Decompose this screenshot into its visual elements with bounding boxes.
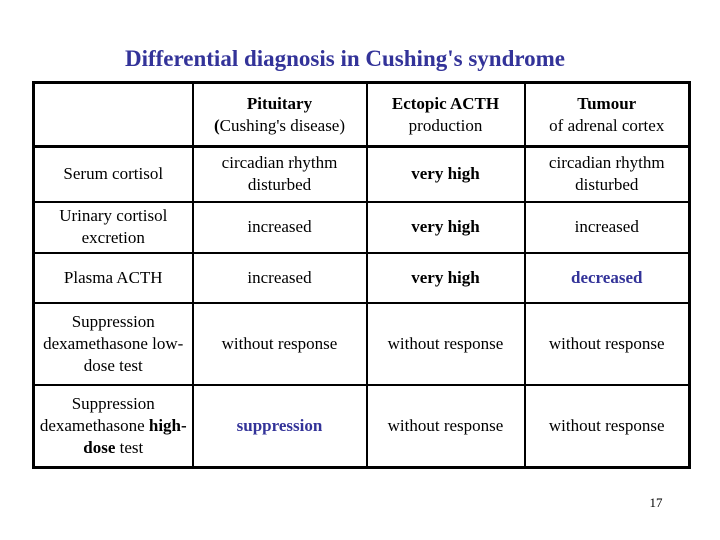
cell-lowdose-pituitary: without response — [191, 301, 368, 386]
cell-plasma-pituitary: increased — [191, 251, 368, 304]
column-header-adrenal-tumour: Tumour of adrenal cortex — [523, 81, 691, 148]
table-row-low-dose-test: Suppression dexamethasone low-dose test … — [32, 301, 691, 386]
cell-serum-tumour: circadian rhythm disturbed — [523, 145, 691, 203]
table-row-urinary-cortisol: Urinary cortisol excretion increased ver… — [32, 200, 691, 254]
cell-highdose-pituitary: suppression — [191, 383, 368, 469]
row-label-serum-cortisol: Serum cortisol — [32, 145, 194, 203]
cell-lowdose-ectopic: without response — [365, 301, 526, 386]
column-header-ectopic-acth: Ectopic ACTH production — [365, 81, 526, 148]
cell-urinary-pituitary: increased — [191, 200, 368, 254]
column-title: Tumour — [577, 93, 637, 113]
column-subtitle: production — [408, 115, 483, 135]
column-title: Ectopic ACTH — [391, 93, 500, 113]
cell-urinary-ectopic: very high — [365, 200, 526, 254]
cell-plasma-ectopic: very high — [365, 251, 526, 304]
cell-lowdose-tumour: without response — [523, 301, 691, 386]
column-title: Pituitary — [246, 93, 313, 113]
column-header-pituitary: Pituitary (Cushing's disease) — [191, 81, 368, 148]
cell-highdose-ectopic: without response — [365, 383, 526, 469]
table-row-serum-cortisol: Serum cortisol circadian rhythm disturbe… — [32, 145, 691, 203]
table-row-plasma-acth: Plasma ACTH increased very high decrease… — [32, 251, 691, 304]
cell-plasma-tumour: decreased — [523, 251, 691, 304]
table-row-high-dose-test: Suppression dexamethasone high-dose test… — [32, 383, 691, 469]
column-subtitle: (Cushing's disease) — [213, 115, 346, 135]
header-row: Pituitary (Cushing's disease) Ectopic AC… — [32, 81, 691, 148]
cell-serum-pituitary: circadian rhythm disturbed — [191, 145, 368, 203]
row-label-low-dose-test: Suppression dexamethasone low-dose test — [32, 301, 194, 386]
header-cell-empty — [32, 81, 194, 148]
cell-serum-ectopic: very high — [365, 145, 526, 203]
slide-title: Differential diagnosis in Cushing's synd… — [124, 46, 566, 71]
diagnosis-table: Pituitary (Cushing's disease) Ectopic AC… — [32, 81, 691, 469]
row-label-urinary-cortisol: Urinary cortisol excretion — [32, 200, 194, 254]
column-subtitle: of adrenal cortex — [549, 115, 665, 135]
row-label-plasma-acth: Plasma ACTH — [32, 251, 194, 304]
row-label-high-dose-test: Suppression dexamethasone high-dose test — [32, 383, 194, 469]
cell-urinary-tumour: increased — [523, 200, 691, 254]
page-number: 17 — [649, 495, 663, 510]
cell-highdose-tumour: without response — [523, 383, 691, 469]
